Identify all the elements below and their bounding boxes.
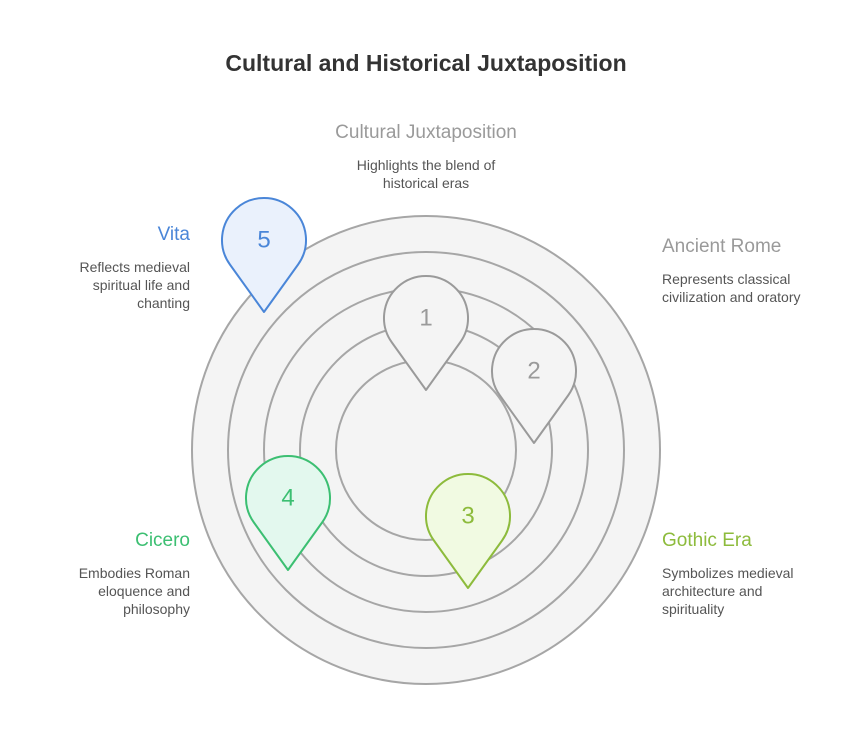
label-cultural-juxtaposition: Cultural Juxtaposition Highlights the bl… xyxy=(276,121,576,192)
cultural-juxtaposition-desc: Highlights the blend of historical eras xyxy=(356,157,496,191)
pin-3-marker xyxy=(425,473,511,589)
cicero-desc: Embodies Roman eloquence and philosophy xyxy=(78,565,190,617)
pin-3: 3 xyxy=(425,473,511,589)
ancient-rome-desc: Represents classical civilization and or… xyxy=(662,271,801,305)
pin-2-marker xyxy=(491,328,577,444)
pins-group: 1 2 3 4 5 xyxy=(221,197,577,589)
gothic-era-heading: Gothic Era xyxy=(662,530,752,551)
pin-3-number: 3 xyxy=(461,502,474,529)
pin-4-number: 4 xyxy=(281,484,294,511)
label-vita: Vita Reflects medieval spiritual life an… xyxy=(40,223,191,312)
cicero-heading: Cicero xyxy=(135,530,190,551)
label-ancient-rome: Ancient Rome Represents classical civili… xyxy=(662,235,832,306)
pin-5: 5 xyxy=(221,197,307,313)
label-gothic-era: Gothic Era Symbolizes medieval architect… xyxy=(662,529,822,618)
pin-2: 2 xyxy=(491,328,577,444)
cultural-juxtaposition-heading: Cultural Juxtaposition xyxy=(335,122,517,143)
pin-5-number: 5 xyxy=(257,226,270,253)
vita-heading: Vita xyxy=(157,224,190,245)
vita-desc: Reflects medieval spiritual life and cha… xyxy=(79,259,191,311)
pin-4: 4 xyxy=(245,455,331,571)
pin-2-number: 2 xyxy=(527,357,540,384)
pin-1-marker xyxy=(383,275,469,391)
diagram-title: Cultural and Historical Juxtaposition xyxy=(225,50,627,76)
ancient-rome-heading: Ancient Rome xyxy=(662,236,782,257)
pin-4-marker xyxy=(245,455,331,571)
gothic-era-desc: Symbolizes medieval architecture and spi… xyxy=(662,565,794,617)
label-cicero: Cicero Embodies Roman eloquence and phil… xyxy=(40,529,190,618)
pin-1: 1 xyxy=(383,275,469,391)
pin-5-marker xyxy=(221,197,307,313)
pin-1-number: 1 xyxy=(419,304,432,331)
